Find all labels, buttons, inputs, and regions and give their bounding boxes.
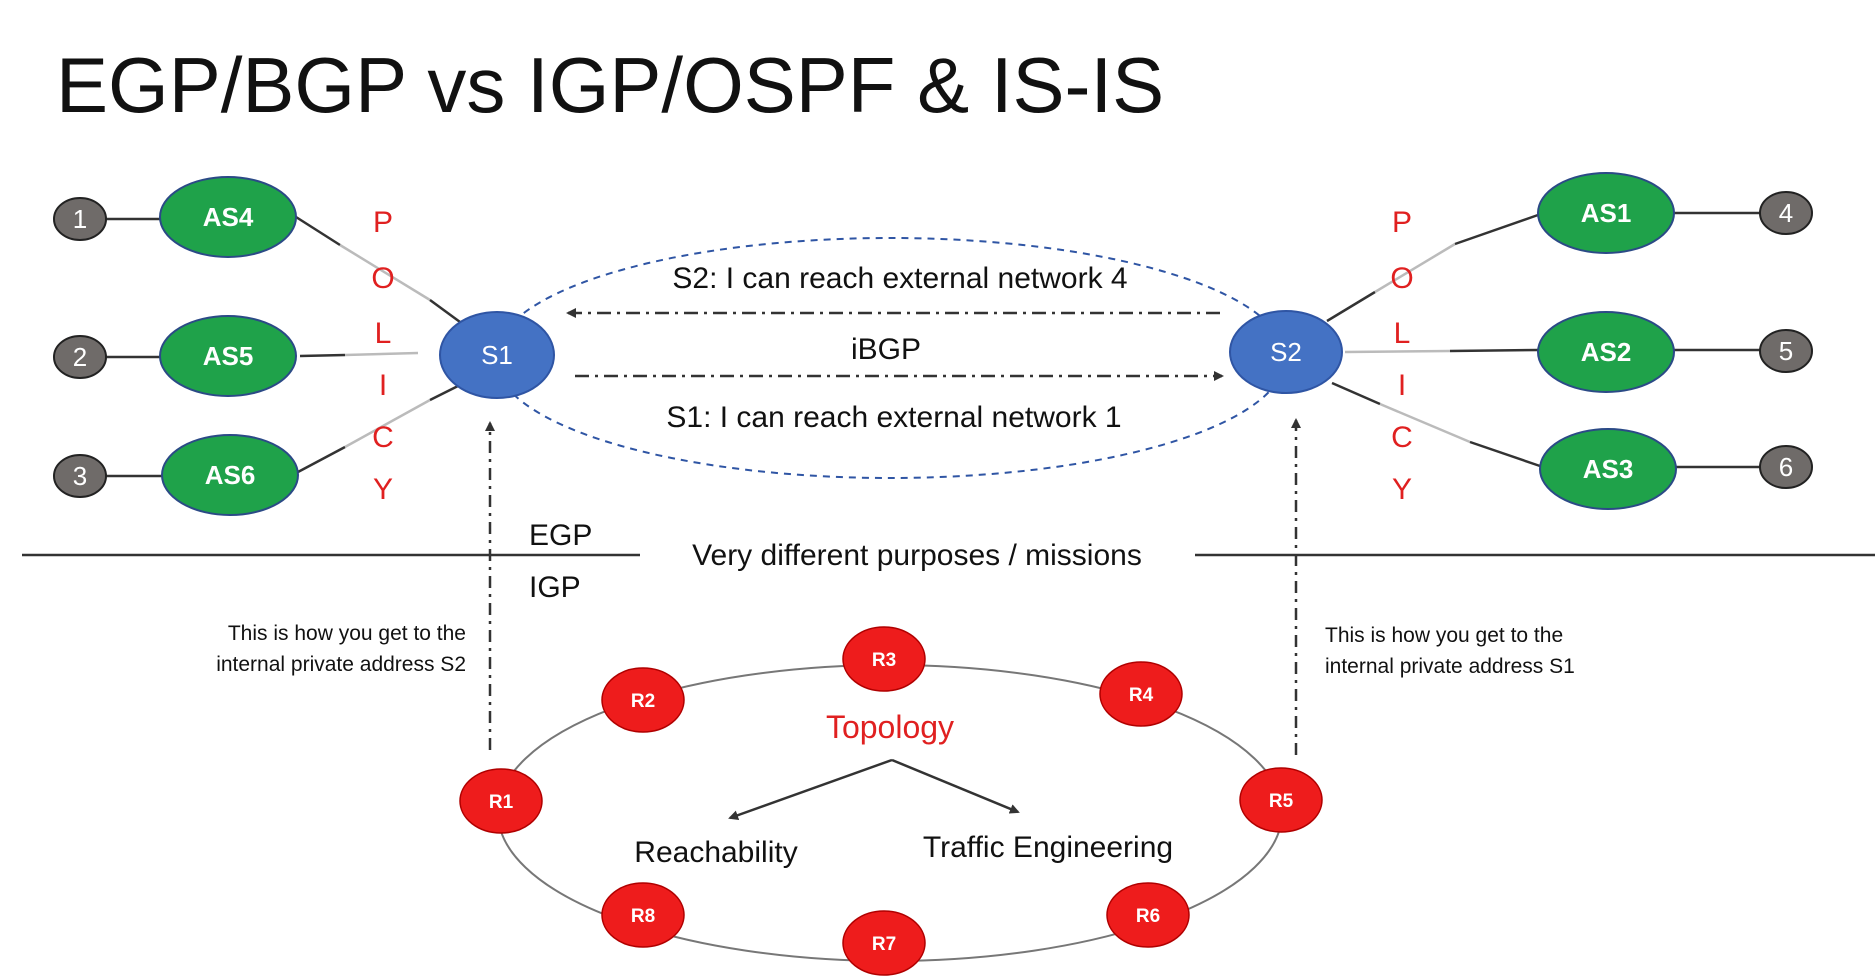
arrow-topology-to-traffic-engineering bbox=[891, 758, 1020, 814]
topology-label: Topology bbox=[826, 709, 954, 745]
page-title: EGP/BGP vs IGP/OSPF & IS-IS bbox=[56, 41, 1164, 129]
router-node-r4: R4 bbox=[1099, 661, 1183, 727]
policy-letter: I bbox=[379, 369, 387, 402]
divider-purposes-label: Very different purposes / missions bbox=[692, 539, 1142, 572]
network-node-2: 2 bbox=[53, 335, 107, 379]
note-left: This is how you get to the internal priv… bbox=[216, 622, 466, 676]
router-label: R4 bbox=[1129, 685, 1154, 706]
link-as5-s1-b bbox=[344, 351, 419, 357]
policy-letter: C bbox=[1391, 421, 1413, 454]
router-node-r2: R2 bbox=[601, 667, 685, 733]
as-label: AS3 bbox=[1583, 454, 1634, 484]
router-node-r1: R1 bbox=[459, 768, 543, 834]
policy-letter: O bbox=[1390, 262, 1413, 295]
router-node-r7: R7 bbox=[842, 910, 926, 976]
egp-label: EGP bbox=[529, 519, 592, 552]
policy-letter: L bbox=[375, 317, 392, 350]
note-left-line1: This is how you get to the bbox=[228, 622, 466, 645]
as-node-as4: AS4 bbox=[159, 176, 297, 258]
arrow-topology-to-reachability bbox=[728, 758, 893, 821]
network-node-4: 4 bbox=[1759, 191, 1813, 235]
as-label: AS1 bbox=[1581, 198, 1632, 228]
speaker-node-s1: S1 bbox=[439, 311, 555, 399]
router-label: R3 bbox=[872, 650, 896, 671]
router-node-r6: R6 bbox=[1106, 882, 1190, 948]
reachability-label: Reachability bbox=[634, 836, 797, 869]
as-node-as1: AS1 bbox=[1537, 172, 1675, 254]
policy-letter: Y bbox=[1392, 473, 1412, 506]
link-as4-s1-c bbox=[429, 298, 461, 324]
igp-label: IGP bbox=[529, 571, 581, 604]
link-s2-as1-a bbox=[1326, 290, 1376, 323]
link-s2-as3-b bbox=[1379, 402, 1471, 444]
note-right: This is how you get to the internal priv… bbox=[1325, 624, 1575, 678]
traffic-engineering-label: Traffic Engineering bbox=[923, 831, 1173, 864]
link-as4-s1-a bbox=[295, 215, 341, 247]
policy-letter: Y bbox=[373, 473, 393, 506]
speaker-label: S1 bbox=[481, 340, 513, 370]
as-label: AS4 bbox=[203, 202, 254, 232]
as-node-as3: AS3 bbox=[1539, 428, 1677, 510]
network-label: 1 bbox=[73, 204, 87, 234]
link-s2-as1-b bbox=[1374, 242, 1456, 294]
as-label: AS2 bbox=[1581, 337, 1632, 367]
policy-letter: O bbox=[371, 262, 394, 295]
policy-right: P O L I C Y bbox=[1390, 206, 1413, 506]
link-as6-s1-c bbox=[429, 382, 463, 402]
router-label: R7 bbox=[872, 934, 896, 955]
network-node-1: 1 bbox=[53, 197, 107, 241]
link-s2-as1-c bbox=[1454, 213, 1539, 246]
network-node-3: 3 bbox=[53, 454, 107, 498]
note-right-line1: This is how you get to the bbox=[1325, 624, 1563, 647]
router-node-r5: R5 bbox=[1239, 767, 1323, 833]
link-as6-s1-b bbox=[344, 398, 431, 449]
router-node-r8: R8 bbox=[601, 882, 685, 948]
router-label: R6 bbox=[1136, 906, 1160, 927]
router-label: R1 bbox=[489, 792, 514, 813]
network-label: 3 bbox=[73, 461, 87, 491]
as-label: AS5 bbox=[203, 341, 254, 371]
link-as6-s1-a bbox=[297, 445, 346, 474]
ibgp-label: iBGP bbox=[851, 333, 921, 366]
policy-left: P O L I C Y bbox=[371, 206, 394, 506]
link-s2-as3-a bbox=[1331, 381, 1381, 406]
note-left-line2: internal private address S2 bbox=[216, 653, 466, 676]
router-label: R2 bbox=[631, 691, 655, 712]
link-as4-s1-b bbox=[339, 243, 431, 302]
policy-letter: P bbox=[1392, 206, 1412, 239]
router-label: R5 bbox=[1269, 791, 1294, 812]
note-right-line2: internal private address S1 bbox=[1325, 655, 1575, 678]
as-node-as6: AS6 bbox=[161, 434, 299, 516]
policy-letter: C bbox=[372, 421, 394, 454]
speaker-node-s2: S2 bbox=[1229, 310, 1343, 394]
as-label: AS6 bbox=[205, 460, 256, 490]
msg-from-s2: S2: I can reach external network 4 bbox=[672, 262, 1127, 295]
link-s2-as2-a bbox=[1344, 349, 1451, 354]
speaker-label: S2 bbox=[1270, 337, 1302, 367]
router-node-r3: R3 bbox=[842, 626, 926, 692]
as-node-as2: AS2 bbox=[1537, 311, 1675, 393]
policy-letter: L bbox=[1394, 317, 1411, 350]
policy-letter: P bbox=[373, 206, 393, 239]
network-label: 6 bbox=[1779, 452, 1793, 482]
policy-letter: I bbox=[1398, 369, 1406, 402]
network-label: 4 bbox=[1779, 198, 1793, 228]
network-node-6: 6 bbox=[1759, 445, 1813, 489]
link-s2-as2-b bbox=[1449, 348, 1539, 353]
link-as5-s1-a bbox=[299, 353, 346, 358]
network-node-5: 5 bbox=[1759, 329, 1813, 373]
router-label: R8 bbox=[631, 906, 655, 927]
as-node-as5: AS5 bbox=[159, 315, 297, 397]
network-label: 2 bbox=[73, 342, 87, 372]
link-s2-as3-c bbox=[1469, 440, 1541, 468]
network-label: 5 bbox=[1779, 336, 1793, 366]
msg-from-s1: S1: I can reach external network 1 bbox=[666, 401, 1121, 434]
